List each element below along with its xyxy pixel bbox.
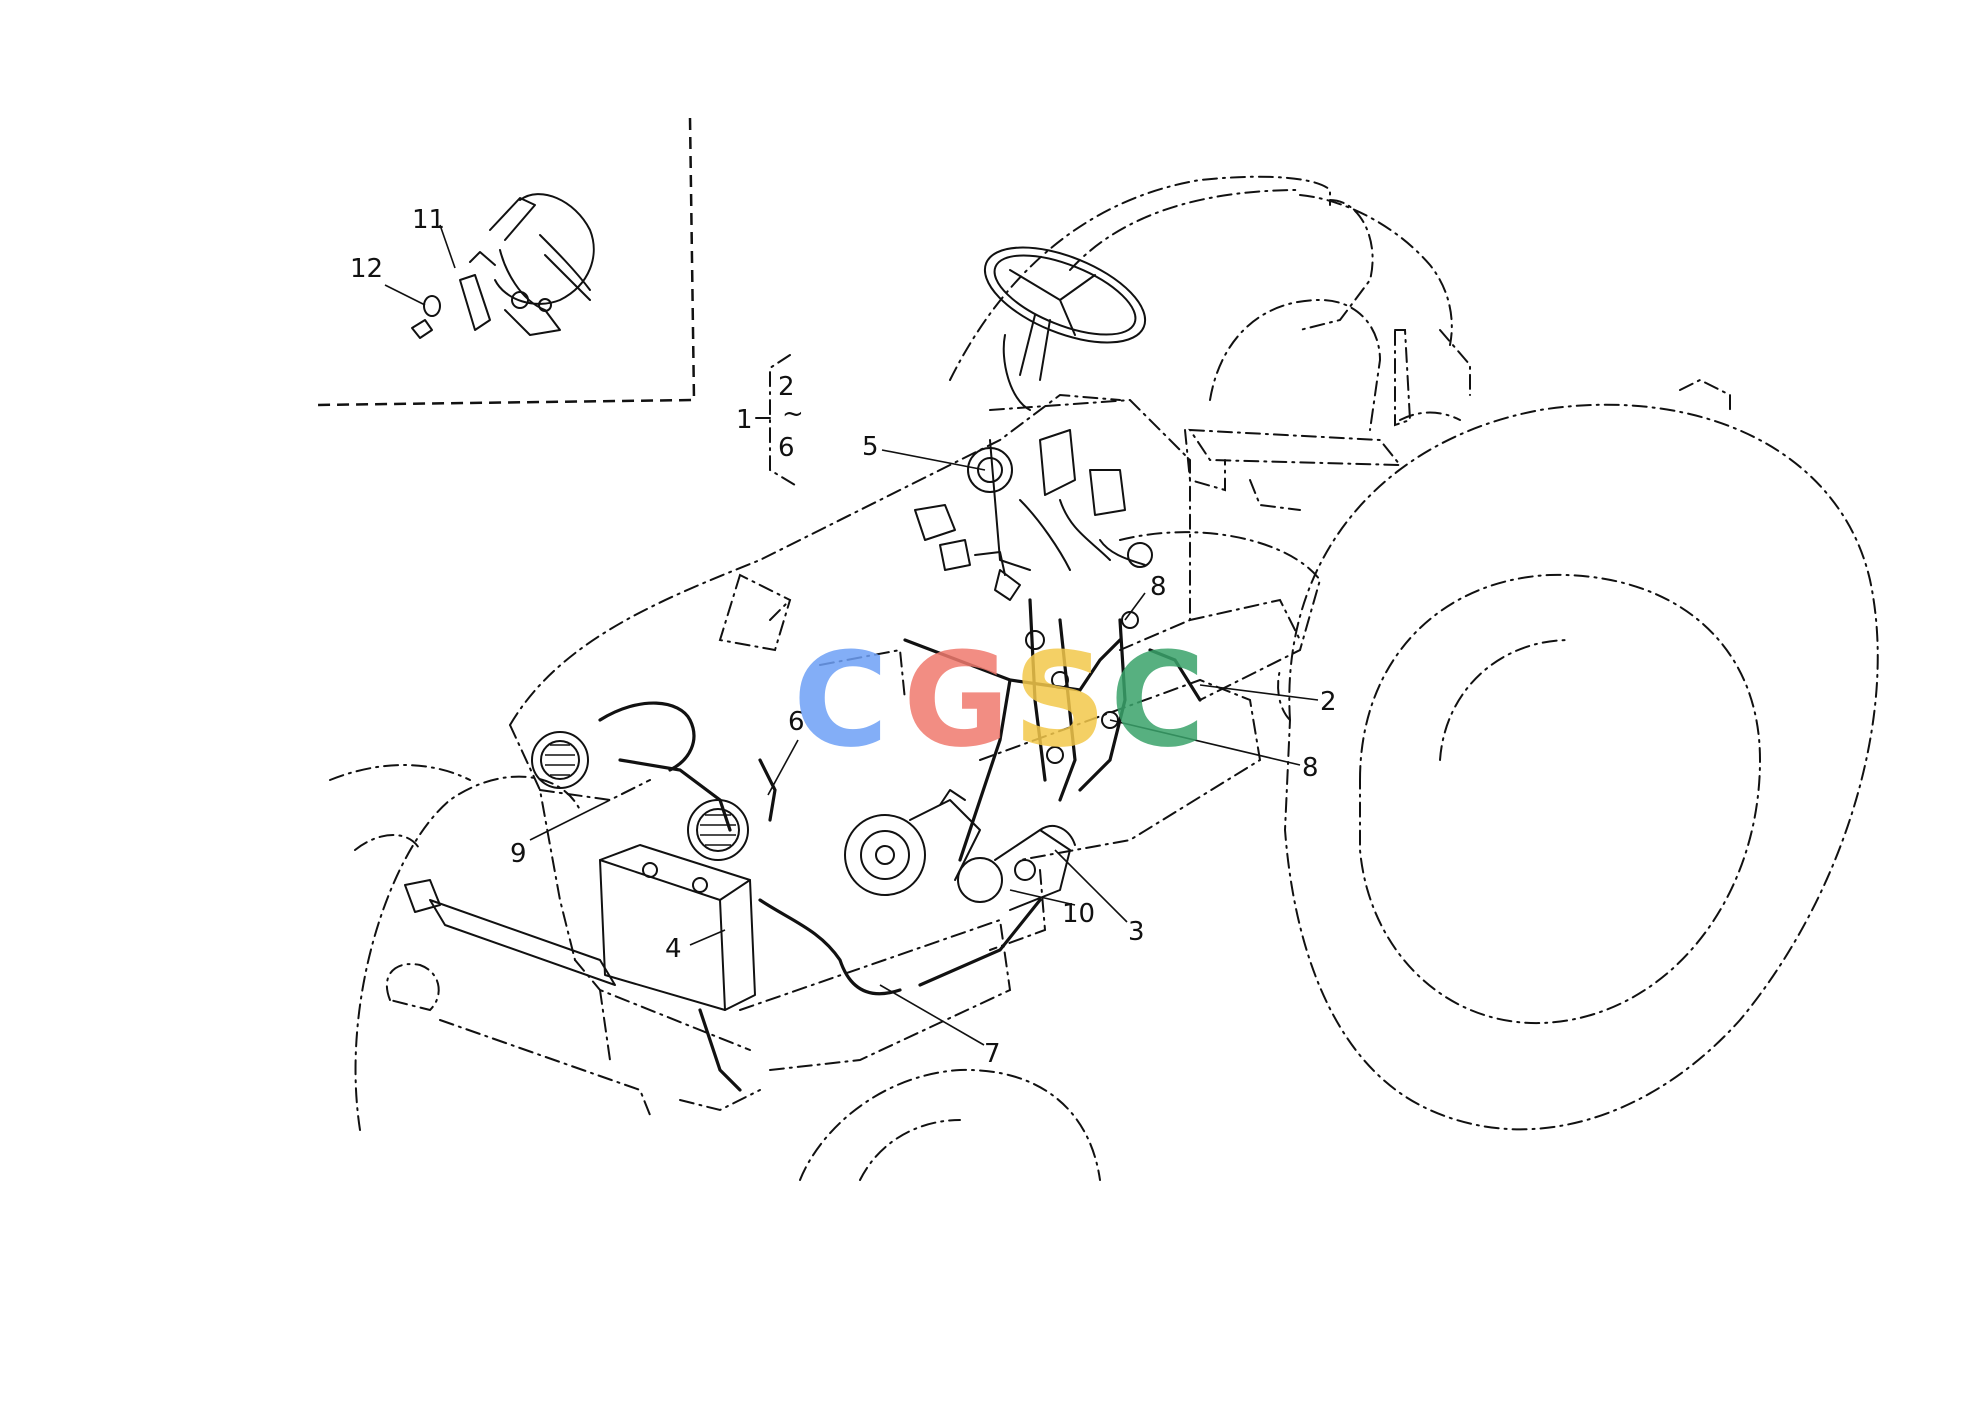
left-headlight [531,731,589,789]
rear-wheel [1277,378,1879,1131]
battery [599,844,756,1011]
callout-6: 6 [788,707,805,737]
watermark-letter-3: S [1013,624,1107,776]
callout-range-to: 6 [778,433,795,463]
callout-4: 4 [665,934,682,964]
right-headlight [687,799,749,861]
alternator [844,789,981,896]
callout-1: 1 [736,405,753,435]
watermark-logo: C G S C [793,624,1205,776]
lamp-detail [459,193,595,336]
callout-9: 9 [510,839,527,869]
callout-2: 2 [1320,687,1337,717]
chassis [679,531,1322,1112]
front-right-wheel [799,1068,1101,1181]
range-tilde: ~ [782,399,804,429]
rear-fender [949,175,1471,396]
detail-inset: 11 12 [314,117,696,407]
callout-10: 10 [1062,899,1095,929]
callouts: 2 3 4 5 6 7 8 8 9 10 [510,432,1337,1069]
callout-range-from: 2 [778,372,795,402]
callout-11: 11 [412,205,445,235]
bolt-washer-detail [411,295,441,339]
operator-seat [1184,298,1412,511]
callout-8-upper: 8 [1150,572,1167,602]
wiring-harness [598,598,1202,1092]
callout-7: 7 [984,1039,1001,1069]
watermark-letter-4: C [1110,624,1205,776]
group-bracket: 1 2 ~ 6 [736,354,804,486]
callout-8-lower: 8 [1302,753,1319,783]
callout-12: 12 [350,254,383,284]
watermark-letter-2: G [903,624,1010,776]
steering-wheel [983,246,1147,411]
callout-5: 5 [862,432,879,462]
instrument-panel [914,398,1191,651]
front-axle [385,879,651,1116]
front-left-wheel [329,764,581,1131]
starter-motor [957,825,1076,911]
callout-3: 3 [1128,917,1145,947]
watermark-letter-1: C [793,624,888,776]
leader-lines [529,449,1319,1046]
